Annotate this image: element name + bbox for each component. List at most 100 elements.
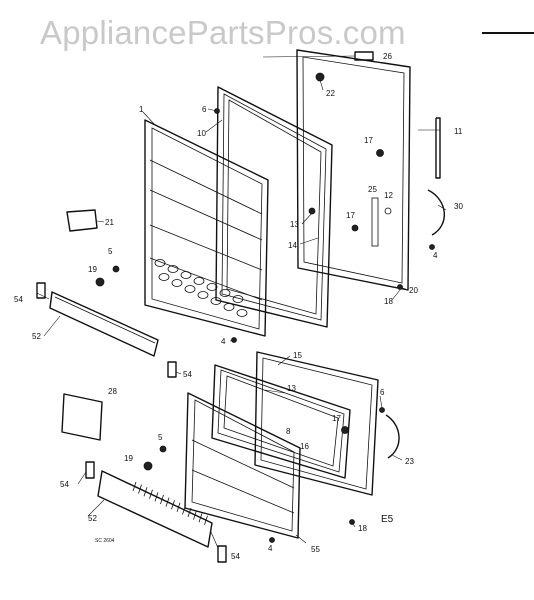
label-17c: 17	[332, 414, 341, 423]
egg-hole	[154, 259, 166, 267]
label-54a: 54	[14, 295, 23, 304]
grille-slot	[138, 484, 142, 494]
label-13a: 13	[290, 220, 299, 229]
label-5b: 5	[158, 433, 163, 442]
screw-5b	[159, 445, 167, 453]
screw-17a	[376, 149, 384, 157]
label-54b: 54	[183, 370, 192, 379]
label-17b: 17	[346, 211, 355, 220]
label-14: 14	[288, 241, 297, 250]
washer-12	[384, 207, 392, 215]
label-25: 25	[368, 185, 377, 194]
label-19a: 19	[88, 265, 97, 274]
egg-hole	[180, 271, 192, 279]
grille-slot	[132, 481, 137, 492]
egg-hole	[206, 283, 218, 291]
lower-shelf-end-cap-left	[85, 461, 95, 479]
grille-slot	[160, 494, 164, 505]
label-54c: 54	[60, 480, 69, 489]
part-labels: 1 6 10 26 22 11 17 25 12 30 17 13 14 21 …	[14, 52, 463, 561]
strip-25	[371, 197, 379, 247]
freezer-outer-door-panel	[296, 49, 411, 291]
grille-slot	[143, 487, 148, 497]
egg-hole	[167, 265, 179, 273]
label-22: 22	[326, 89, 335, 98]
knob-19a	[95, 277, 105, 287]
label-28: 28	[108, 387, 117, 396]
egg-hole	[236, 309, 248, 317]
grille-slot	[193, 510, 197, 520]
screw-4b	[429, 244, 435, 250]
label-52b: 52	[88, 514, 97, 523]
grille-slot	[198, 513, 203, 523]
grille-slot	[176, 502, 181, 512]
label-54d: 54	[231, 552, 240, 561]
screw-4c	[269, 537, 275, 543]
screw-5a	[112, 265, 120, 273]
cover-part	[66, 209, 98, 232]
egg-hole	[232, 295, 244, 303]
screw-13a	[308, 207, 316, 215]
small-code: SC 2604	[95, 538, 115, 544]
label-4b: 4	[433, 251, 438, 260]
fresh-food-door-liner	[184, 392, 301, 539]
freezer-door-liner	[144, 119, 269, 337]
label-20: 20	[409, 286, 418, 295]
lower-shelf-end-cap-right	[217, 545, 227, 563]
label-15: 15	[293, 351, 302, 360]
label-16: 16	[300, 442, 309, 451]
label-26: 26	[383, 52, 392, 61]
egg-hole	[197, 291, 209, 299]
label-1: 1	[139, 105, 144, 114]
cover-28	[61, 393, 103, 441]
fresh-food-hinge	[385, 414, 400, 459]
upper-door-shelf-bar	[49, 291, 159, 357]
label-23: 23	[405, 457, 414, 466]
label-21: 21	[105, 218, 114, 227]
grille-slot	[182, 505, 186, 515]
fresh-food-door-gasket	[211, 364, 351, 479]
egg-tray	[154, 259, 248, 317]
screw-22	[315, 72, 325, 82]
fresh-food-outer-door-panel	[254, 351, 379, 496]
screw-17b	[351, 224, 359, 232]
egg-hole	[210, 297, 222, 305]
label-5a: 5	[108, 247, 113, 256]
label-6b: 6	[380, 388, 385, 397]
screw-6b	[379, 407, 385, 413]
label-6a: 6	[202, 105, 207, 114]
page-code: E5	[381, 514, 394, 525]
label-30: 30	[454, 202, 463, 211]
label-55: 55	[311, 545, 320, 554]
egg-hole	[184, 285, 196, 293]
egg-hole	[171, 279, 183, 287]
label-4a: 4	[221, 337, 226, 346]
upper-shelf-end-cap-left	[36, 282, 46, 299]
label-17a: 17	[364, 136, 373, 145]
leader-lines	[36, 55, 447, 549]
egg-hole	[223, 303, 235, 311]
label-52a: 52	[32, 332, 41, 341]
freezer-hinge	[427, 117, 446, 236]
grille-slot	[187, 507, 192, 518]
label-12: 12	[384, 191, 393, 200]
egg-hole	[219, 289, 231, 297]
label-4c: 4	[268, 544, 273, 553]
egg-hole	[193, 277, 205, 285]
freezer-door-gasket	[215, 86, 333, 328]
grille-slot	[165, 497, 170, 507]
grille-slot	[204, 515, 208, 525]
label-8: 8	[286, 427, 291, 436]
screw-17c	[341, 426, 349, 434]
label-18a: 18	[384, 297, 393, 306]
label-18b: 18	[358, 524, 367, 533]
shelf-grille	[132, 481, 208, 525]
grille-slot	[171, 500, 175, 510]
knob-19b	[143, 461, 153, 471]
egg-hole	[158, 273, 170, 281]
label-19b: 19	[124, 454, 133, 463]
lower-door-shelf-bar	[97, 470, 213, 548]
label-13b: 13	[287, 384, 296, 393]
label-11: 11	[454, 127, 463, 136]
